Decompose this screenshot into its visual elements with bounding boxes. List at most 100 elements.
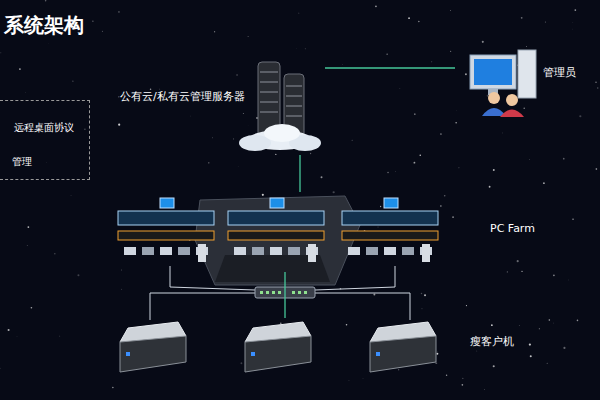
star (484, 389, 486, 391)
star (450, 9, 452, 11)
star (240, 362, 242, 364)
server-chassis (195, 196, 360, 285)
node-label: 管理员 (543, 65, 576, 80)
star (574, 9, 576, 11)
star (212, 137, 214, 139)
network-switch (150, 266, 410, 320)
star-field (0, 0, 598, 390)
thin-client-icons (120, 322, 436, 372)
star (421, 293, 422, 294)
star (236, 74, 237, 75)
management-link (284, 272, 285, 318)
star (321, 176, 323, 178)
star (310, 153, 311, 154)
server-panels (118, 198, 438, 262)
server-panel (118, 198, 214, 262)
star (456, 109, 457, 110)
star (553, 322, 555, 324)
star (296, 48, 298, 50)
star (298, 12, 300, 14)
management-link (325, 67, 455, 68)
star (59, 335, 61, 337)
star (539, 328, 540, 329)
star (342, 64, 344, 66)
star (0, 367, 1, 369)
star (395, 171, 397, 173)
star (518, 324, 520, 326)
star (0, 52, 1, 53)
star (568, 279, 570, 281)
star (528, 158, 530, 160)
admin-icon (470, 50, 536, 117)
thin-client (370, 322, 436, 372)
cloud-server-icon (239, 62, 321, 151)
star (408, 17, 410, 19)
star (84, 129, 85, 130)
star (190, 115, 192, 117)
star (571, 28, 573, 30)
star (386, 54, 387, 55)
star (112, 387, 113, 388)
star (418, 21, 420, 23)
star (549, 319, 551, 321)
star (596, 168, 598, 170)
star (120, 269, 122, 271)
server-panel (342, 198, 438, 262)
star (150, 88, 152, 90)
star (121, 288, 123, 290)
star (375, 5, 377, 7)
star (489, 186, 491, 188)
star (45, 0, 47, 1)
star (455, 122, 457, 124)
star (208, 162, 209, 163)
star (31, 307, 33, 309)
star (577, 320, 579, 322)
star (579, 115, 581, 117)
star (419, 154, 421, 156)
star (243, 113, 244, 114)
star (521, 271, 522, 272)
star (424, 294, 426, 296)
star (348, 379, 350, 381)
star (414, 162, 416, 164)
star (440, 205, 442, 207)
star (233, 138, 234, 139)
star (70, 195, 71, 196)
thin-client (120, 322, 186, 372)
node-label: 瘦客户机 (470, 334, 514, 349)
star (346, 324, 348, 326)
star (493, 365, 495, 367)
star (466, 305, 467, 306)
star (446, 375, 447, 376)
star (421, 308, 423, 310)
server-panel (228, 198, 324, 262)
star (214, 31, 215, 32)
star (525, 45, 527, 47)
page-title: 系统架构 (4, 12, 84, 39)
star (431, 61, 433, 63)
star (553, 275, 555, 277)
node-label: 公有云/私有云管理服务器 (120, 89, 245, 104)
star (530, 355, 532, 357)
star (351, 139, 353, 141)
star (491, 324, 493, 326)
legend-text: 管理 (12, 155, 101, 169)
star (118, 11, 119, 12)
star (8, 329, 10, 331)
legend-box: 远程桌面协议管理 (0, 100, 90, 180)
star (19, 68, 21, 70)
star (362, 377, 364, 379)
star (458, 167, 460, 169)
star (92, 21, 93, 22)
star (444, 195, 446, 197)
star (462, 378, 463, 379)
star (597, 87, 599, 89)
star (523, 107, 525, 109)
star (27, 226, 29, 228)
star (377, 226, 378, 227)
star (452, 216, 454, 218)
star (118, 96, 119, 97)
star (387, 172, 388, 173)
star (159, 88, 161, 90)
cloud-server: 公有云/私有云管理服务器 (115, 55, 325, 155)
